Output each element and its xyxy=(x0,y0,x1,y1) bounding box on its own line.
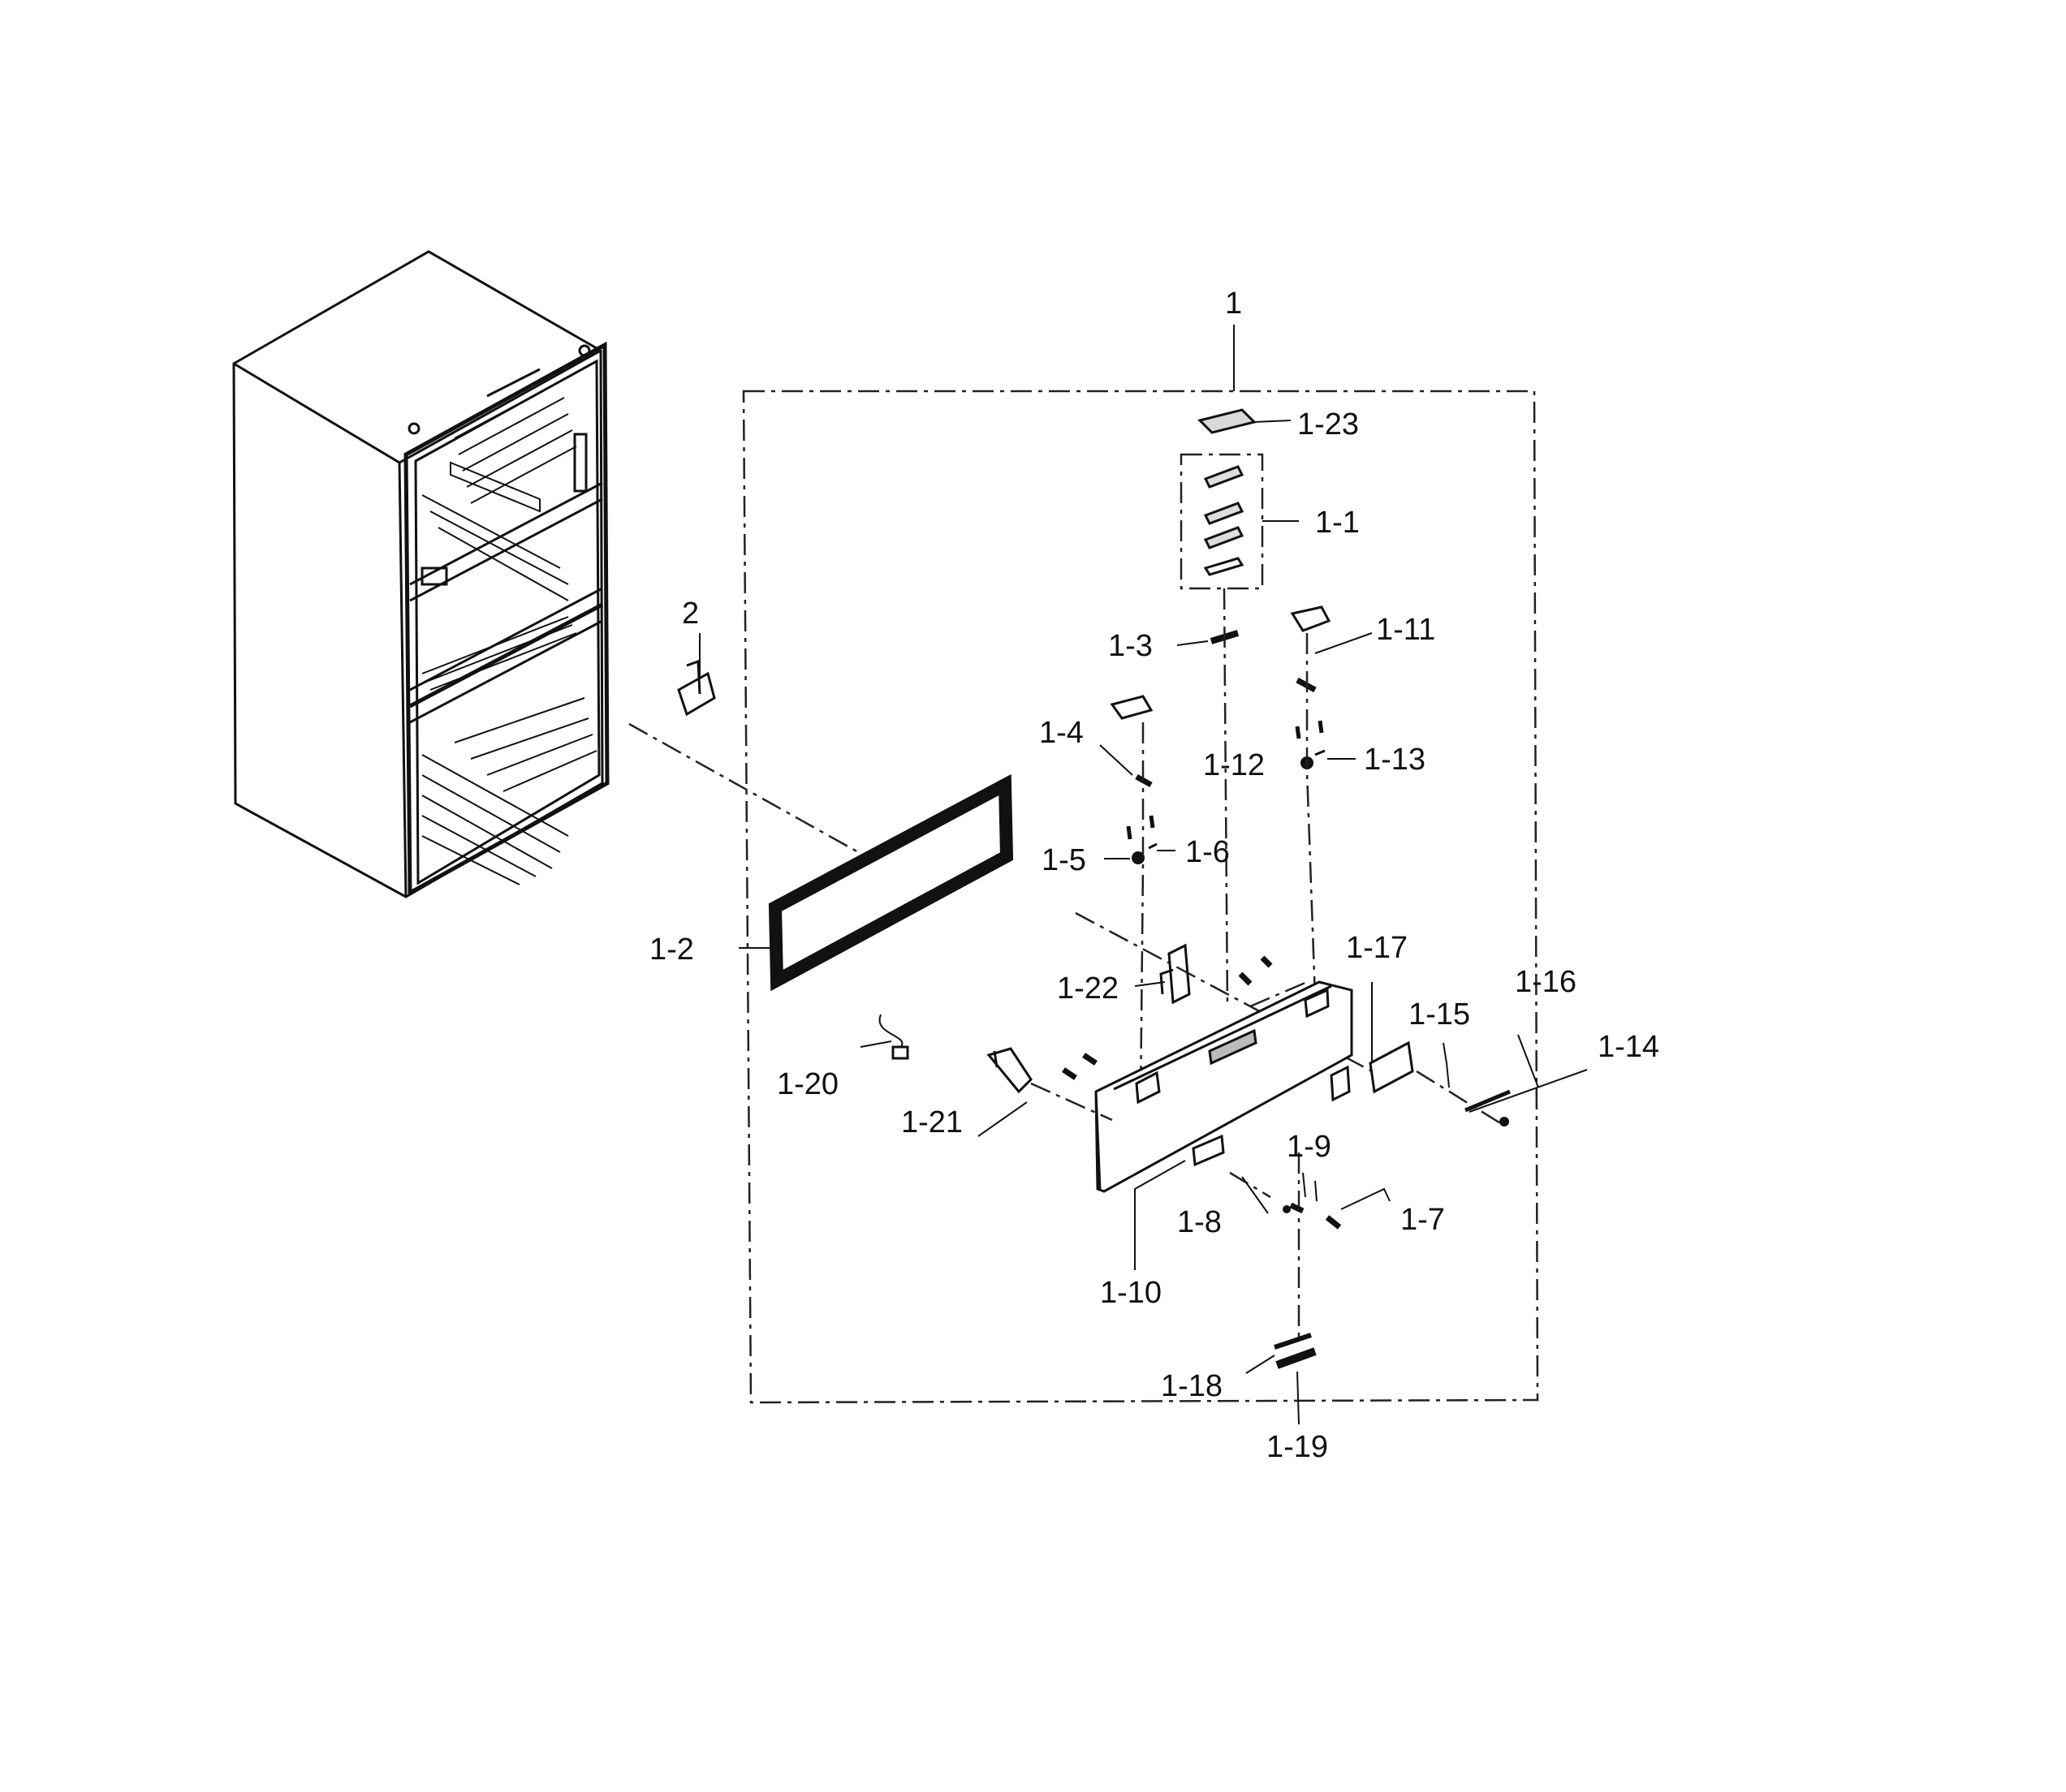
label-part-1-20: 1-20 xyxy=(777,1067,839,1101)
label-part-1-17: 1-17 xyxy=(1346,931,1408,965)
leader-part-1-21 xyxy=(1030,1082,1113,1122)
part-labels: 1 1-23 1-1 2 1-3 1-11 1-4 1-12 1-13 1-5 … xyxy=(649,286,1659,1464)
hinge-bracket-part-1-21 xyxy=(986,1047,1033,1094)
right-bracket-parts xyxy=(1369,1040,1511,1126)
label-part-1: 1 xyxy=(1225,286,1242,321)
label-part-1-13: 1-13 xyxy=(1364,743,1425,777)
lower-screws-part-1-7-1-8-1-9 xyxy=(1229,1171,1342,1230)
door-gasket-part-1-2 xyxy=(768,773,1014,992)
cover-part-1-23 xyxy=(1197,408,1257,434)
label-part-1-10: 1-10 xyxy=(1100,1276,1162,1310)
label-part-1-16: 1-16 xyxy=(1515,965,1576,999)
label-part-1-5: 1-5 xyxy=(1042,843,1086,877)
label-part-1-12: 1-12 xyxy=(1203,748,1265,782)
cover-part-1-11 xyxy=(1290,605,1331,632)
cover-part-1-4 xyxy=(1110,695,1154,720)
trim-screws xyxy=(1062,955,1273,1080)
bracket-part-1-22 xyxy=(1159,943,1191,1005)
strips-part-1-18-1-19 xyxy=(1274,1333,1317,1369)
leader-part-2 xyxy=(628,722,873,862)
assembly-boundary xyxy=(742,325,1539,1404)
screws-part-1-12-1-13 xyxy=(1295,720,1326,769)
label-part-1-4: 1-4 xyxy=(1039,716,1084,750)
label-part-1-23: 1-23 xyxy=(1297,407,1359,442)
label-part-1-3: 1-3 xyxy=(1108,629,1153,663)
label-part-1-9: 1-9 xyxy=(1287,1130,1331,1164)
sensor-part-1-20 xyxy=(878,1014,909,1060)
label-part-1-21: 1-21 xyxy=(901,1105,963,1139)
bracket-part-2 xyxy=(677,659,716,717)
label-part-1-7: 1-7 xyxy=(1400,1203,1445,1237)
screws-part-1-5-1-6 xyxy=(1126,815,1158,864)
label-part-1-11: 1-11 xyxy=(1376,613,1435,647)
display-subassembly-part-1-1 xyxy=(1180,453,1264,590)
assembly-leaders xyxy=(1075,588,1373,1339)
label-part-1-14: 1-14 xyxy=(1598,1030,1659,1064)
refrigerator-cabinet xyxy=(232,250,610,898)
label-part-1-2: 1-2 xyxy=(649,933,694,967)
label-part-1-18: 1-18 xyxy=(1161,1369,1223,1403)
label-part-2: 2 xyxy=(682,597,699,631)
label-part-1-19: 1-19 xyxy=(1266,1430,1328,1464)
label-part-1-1: 1-1 xyxy=(1315,506,1360,540)
label-leaders xyxy=(699,420,1588,1425)
door-trim-part-1-10-body xyxy=(1094,980,1353,1193)
label-part-1-8: 1-8 xyxy=(1177,1205,1222,1239)
label-part-1-22: 1-22 xyxy=(1057,971,1119,1006)
label-part-1-6: 1-6 xyxy=(1185,835,1230,869)
label-part-1-15: 1-15 xyxy=(1408,997,1470,1032)
